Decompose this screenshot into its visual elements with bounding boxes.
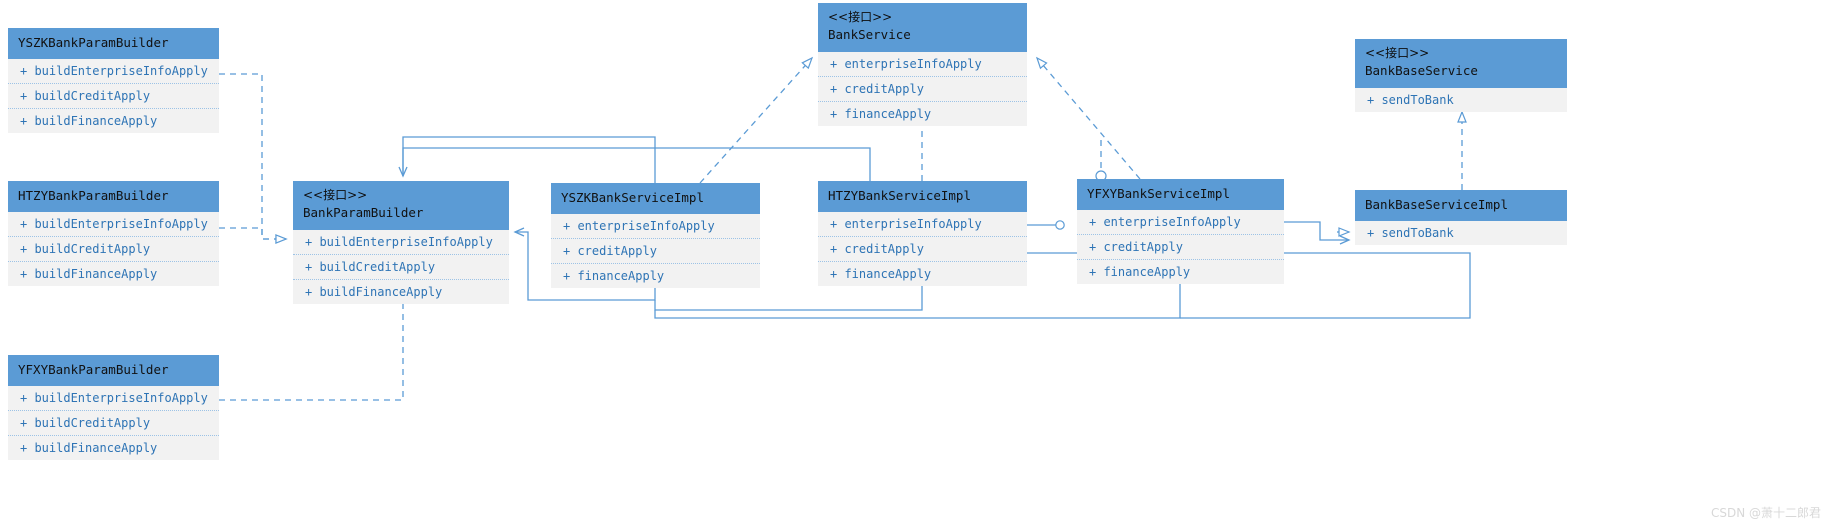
class-name: YSZKBankParamBuilder [18,35,169,50]
member-item: + buildFinanceApply [305,284,443,299]
member-item: + enterpriseInfoApply [818,52,1027,77]
member-item: + sendToBank [1367,226,1454,241]
member-item: + buildCreditApply [8,237,219,263]
class-header: YSZKBankServiceImpl [551,183,760,215]
member-list: + buildEnterpriseInfoApply + buildCredit… [293,229,509,304]
member-item: + buildEnterpriseInfoApply [8,212,219,238]
member-item: + buildFinanceApply [20,114,158,129]
class-header: HTZYBankParamBuilder [8,181,219,213]
member-item: + enterpriseInfoApply [1077,210,1284,236]
class-name: YFXYBankServiceImpl [1087,186,1230,201]
class-header: HTZYBankServiceImpl [818,181,1027,213]
class-header: YFXYBankParamBuilder [8,355,219,387]
class-box-yszk-bank-param-builder[interactable]: YSZKBankParamBuilder + buildEnterpriseIn… [8,28,219,134]
member-list: + buildEnterpriseInfoApply + buildCredit… [8,386,219,461]
member-item: + enterpriseInfoApply [818,212,1027,238]
class-name: BankParamBuilder [303,205,424,221]
class-box-bank-service[interactable]: <<接口>> BankService + enterpriseInfoApply… [818,3,1027,126]
class-header: <<接口>> BankParamBuilder [293,181,509,230]
class-box-yszk-bank-service-impl[interactable]: YSZKBankServiceImpl + enterpriseInfoAppl… [551,183,760,289]
member-item: + buildEnterpriseInfoApply [293,230,509,255]
class-box-htzy-bank-service-impl[interactable]: HTZYBankServiceImpl + enterpriseInfoAppl… [818,181,1027,287]
class-header: <<接口>> BankBaseService [1355,39,1567,88]
member-list: + enterpriseInfoApply + creditApply + fi… [818,51,1027,126]
member-item: + buildFinanceApply [20,441,158,456]
member-list: + buildEnterpriseInfoApply + buildCredit… [8,212,219,287]
class-box-yfxy-bank-service-impl[interactable]: YFXYBankServiceImpl + enterpriseInfoAppl… [1077,179,1284,285]
member-item: + creditApply [818,237,1027,263]
member-item: + financeApply [830,106,932,121]
class-header: BankBaseServiceImpl [1355,190,1567,222]
member-list: + enterpriseInfoApply + creditApply + fi… [1077,210,1284,285]
class-box-yfxy-bank-param-builder[interactable]: YFXYBankParamBuilder + buildEnterpriseIn… [8,355,219,461]
member-item: + creditApply [551,239,760,265]
class-name: YSZKBankServiceImpl [561,190,704,205]
interface-stereotype: <<接口>> [303,188,368,202]
member-list: + enterpriseInfoApply + creditApply + fi… [818,212,1027,287]
member-item: + creditApply [1077,235,1284,261]
class-name: BankBaseService [1365,63,1478,79]
class-box-bank-base-service[interactable]: <<接口>> BankBaseService + sendToBank [1355,39,1567,112]
interface-stereotype: <<接口>> [828,10,893,24]
member-list: + sendToBank [1355,87,1567,112]
class-box-bank-param-builder[interactable]: <<接口>> BankParamBuilder + buildEnterpris… [293,181,509,304]
class-name: BankBaseServiceImpl [1365,197,1508,212]
class-header: YFXYBankServiceImpl [1077,179,1284,211]
member-list: + sendToBank [1355,221,1567,246]
member-item: + buildCreditApply [293,255,509,280]
member-item: + buildCreditApply [8,411,219,437]
member-list: + buildEnterpriseInfoApply + buildCredit… [8,59,219,134]
member-item: + enterpriseInfoApply [551,214,760,240]
member-item: + creditApply [818,77,1027,102]
member-item: + buildEnterpriseInfoApply [8,386,219,412]
interface-stereotype: <<接口>> [1365,46,1430,60]
watermark: CSDN @萧十二郎君 [1710,506,1821,520]
member-item: + financeApply [1089,265,1191,280]
class-name: HTZYBankServiceImpl [828,188,971,203]
member-item: + buildFinanceApply [20,267,158,282]
class-name: HTZYBankParamBuilder [18,188,169,203]
class-box-htzy-bank-param-builder[interactable]: HTZYBankParamBuilder + buildEnterpriseIn… [8,181,219,287]
member-item: + buildEnterpriseInfoApply [8,59,219,85]
class-name: BankService [828,27,911,43]
member-item: + financeApply [563,269,665,284]
class-box-bank-base-service-impl[interactable]: BankBaseServiceImpl + sendToBank [1355,190,1567,246]
member-item: + buildCreditApply [8,84,219,110]
class-header: <<接口>> BankService [818,3,1027,52]
member-list: + enterpriseInfoApply + creditApply + fi… [551,214,760,289]
member-item: + sendToBank [1367,92,1454,107]
member-item: + financeApply [830,267,932,282]
class-header: YSZKBankParamBuilder [8,28,219,60]
class-name: YFXYBankParamBuilder [18,362,169,377]
